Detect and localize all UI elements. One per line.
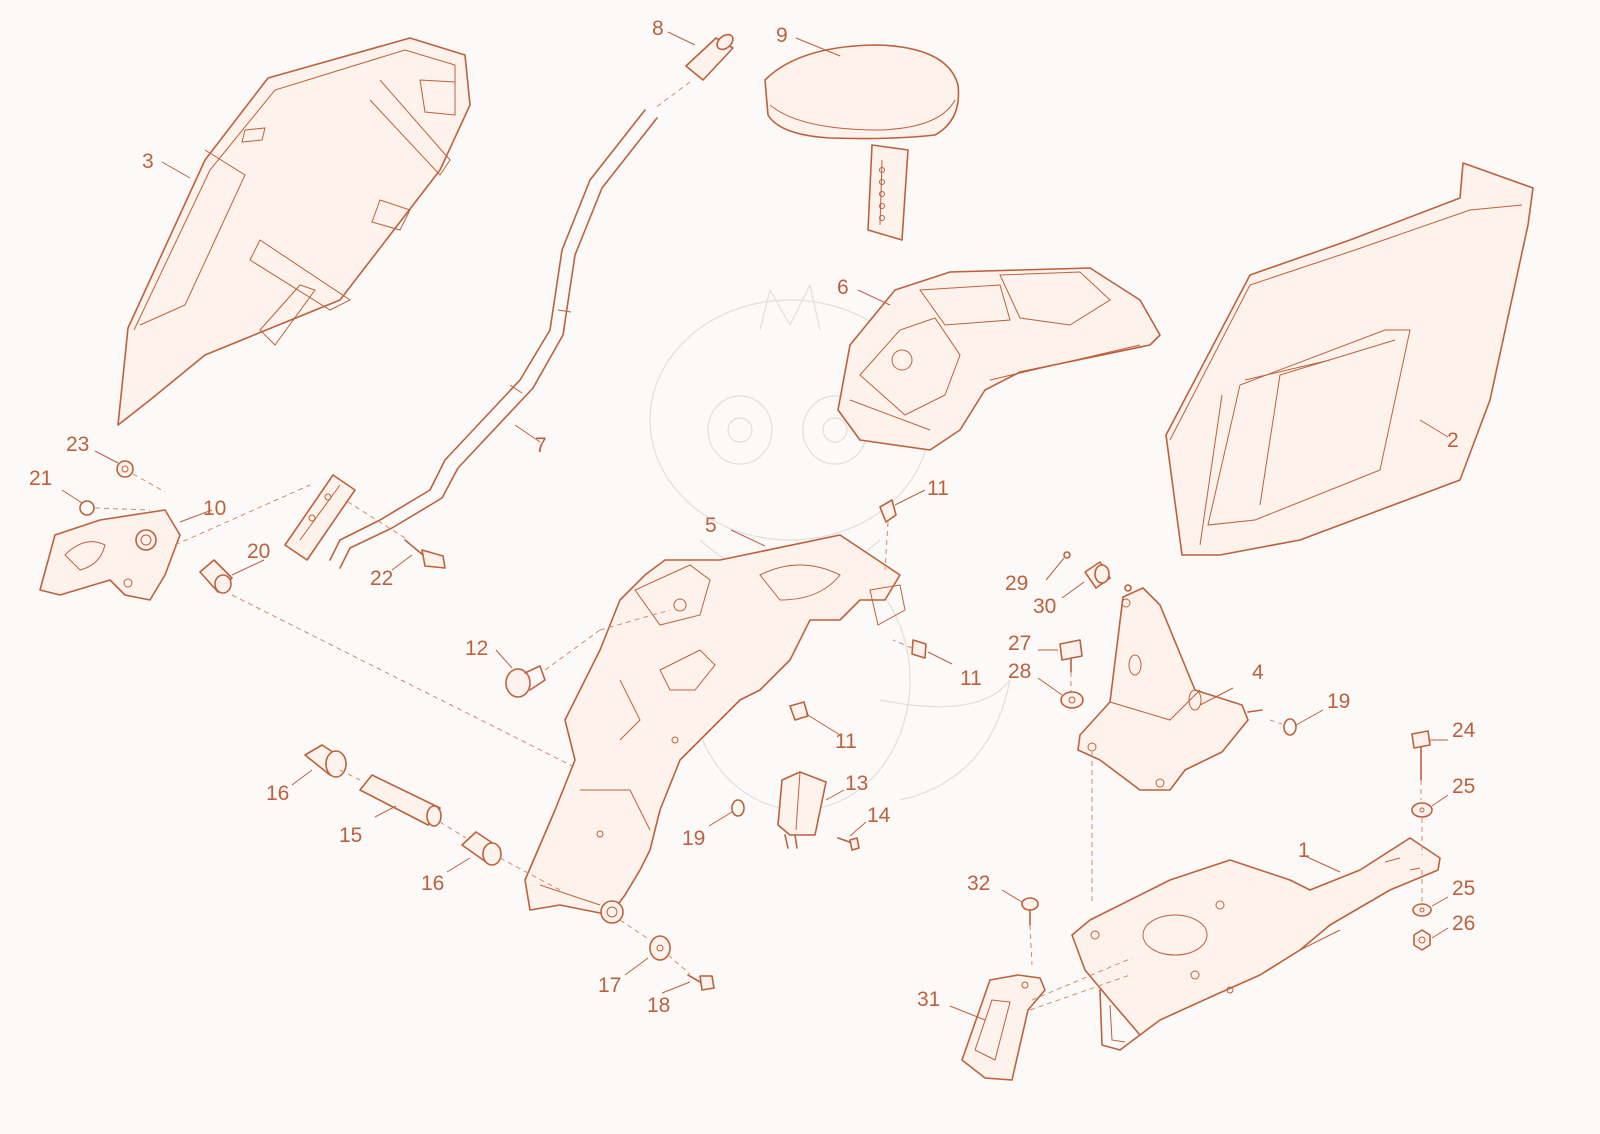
callout-26: 26 [1452,912,1475,935]
part-5-main-bracket [524,534,906,924]
part-6-console-housing [837,267,1161,451]
callout-24: 24 [1452,719,1476,742]
callout-5: 5 [705,514,717,537]
callout-19-right: 19 [1327,690,1350,713]
part-8-tube-sleeve [654,33,734,109]
part-22-bolt [344,499,446,569]
callout-25-lower: 25 [1452,877,1475,900]
callout-23: 23 [66,433,89,456]
part-25-washer-lower [1412,870,1432,917]
part-14-screw [837,837,860,851]
callout-18: 18 [647,994,670,1017]
part-25-washer-upper [1411,802,1433,855]
part-24-bolt [1411,730,1431,800]
callout-11-top: 11 [927,477,949,500]
callout-1: 1 [1298,839,1310,862]
part-26-nut [1413,929,1431,951]
part-13-switch [777,771,827,849]
callout-28: 28 [1008,660,1031,683]
callout-9: 9 [776,24,788,47]
part-10-lever-plate [39,509,181,601]
part-32-screw [1021,897,1039,966]
callout-6: 6 [837,276,849,299]
part-19-washer-left [731,799,745,817]
callout-13: 13 [845,772,868,795]
callout-12: 12 [465,637,488,660]
part-7-bent-rod [329,109,658,569]
callout-11-bottom: 11 [835,730,857,753]
callout-11-right: 11 [960,667,982,690]
callout-20: 20 [247,540,270,563]
part-2-right-cover [1165,162,1534,556]
part-17-washer [619,919,671,961]
part-27-bolt [1059,639,1083,692]
part-23-nut [116,460,166,493]
callout-15: 15 [339,824,362,847]
part-15-pin [339,769,442,827]
callout-22: 22 [370,567,393,590]
callout-32: 32 [967,872,990,895]
callout-17: 17 [598,974,621,997]
callout-7: 7 [535,434,547,457]
callout-4: 4 [1252,661,1264,684]
part-rod-bracket [284,474,356,561]
part-4-mount-bracket [1077,587,1263,905]
callout-3: 3 [142,150,154,173]
part-11-clip-bottom [789,701,809,721]
leader-lines [61,31,1449,1021]
callout-30: 30 [1033,595,1056,618]
part-21-ring [79,500,151,516]
part-30-spacer [1084,561,1132,592]
part-19-washer-right [1269,718,1297,736]
callout-labels: 1 2 3 4 5 6 7 8 9 10 11 11 11 12 13 14 1… [29,17,1476,1017]
part-11-clip-top [879,499,897,571]
callout-14: 14 [867,804,891,827]
part-20-bushing [174,484,621,791]
part-28-washer [1060,691,1084,709]
part-11-clip-right [892,639,927,659]
part-16-bushing-lower [439,821,561,891]
callout-8: 8 [652,17,664,40]
callout-31: 31 [917,988,940,1011]
callout-16-upper: 16 [266,782,289,805]
part-1-base-plate [1071,837,1441,1051]
part-3-left-cover [117,37,471,426]
callout-2: 2 [1447,429,1459,452]
part-29-pin [1063,551,1071,559]
callout-10: 10 [203,497,226,520]
part-31-cover-plate [961,957,1133,1081]
callout-16-lower: 16 [421,872,444,895]
callout-29: 29 [1005,572,1028,595]
callout-25-upper: 25 [1452,775,1475,798]
callout-21: 21 [29,467,52,490]
part-16-bushing-upper [304,744,347,778]
part-18-bolt [667,954,715,991]
part-12-knob [505,609,671,698]
callout-27: 27 [1008,632,1031,655]
callout-19-left: 19 [682,827,705,850]
part-9-seat-cushion [764,44,960,241]
